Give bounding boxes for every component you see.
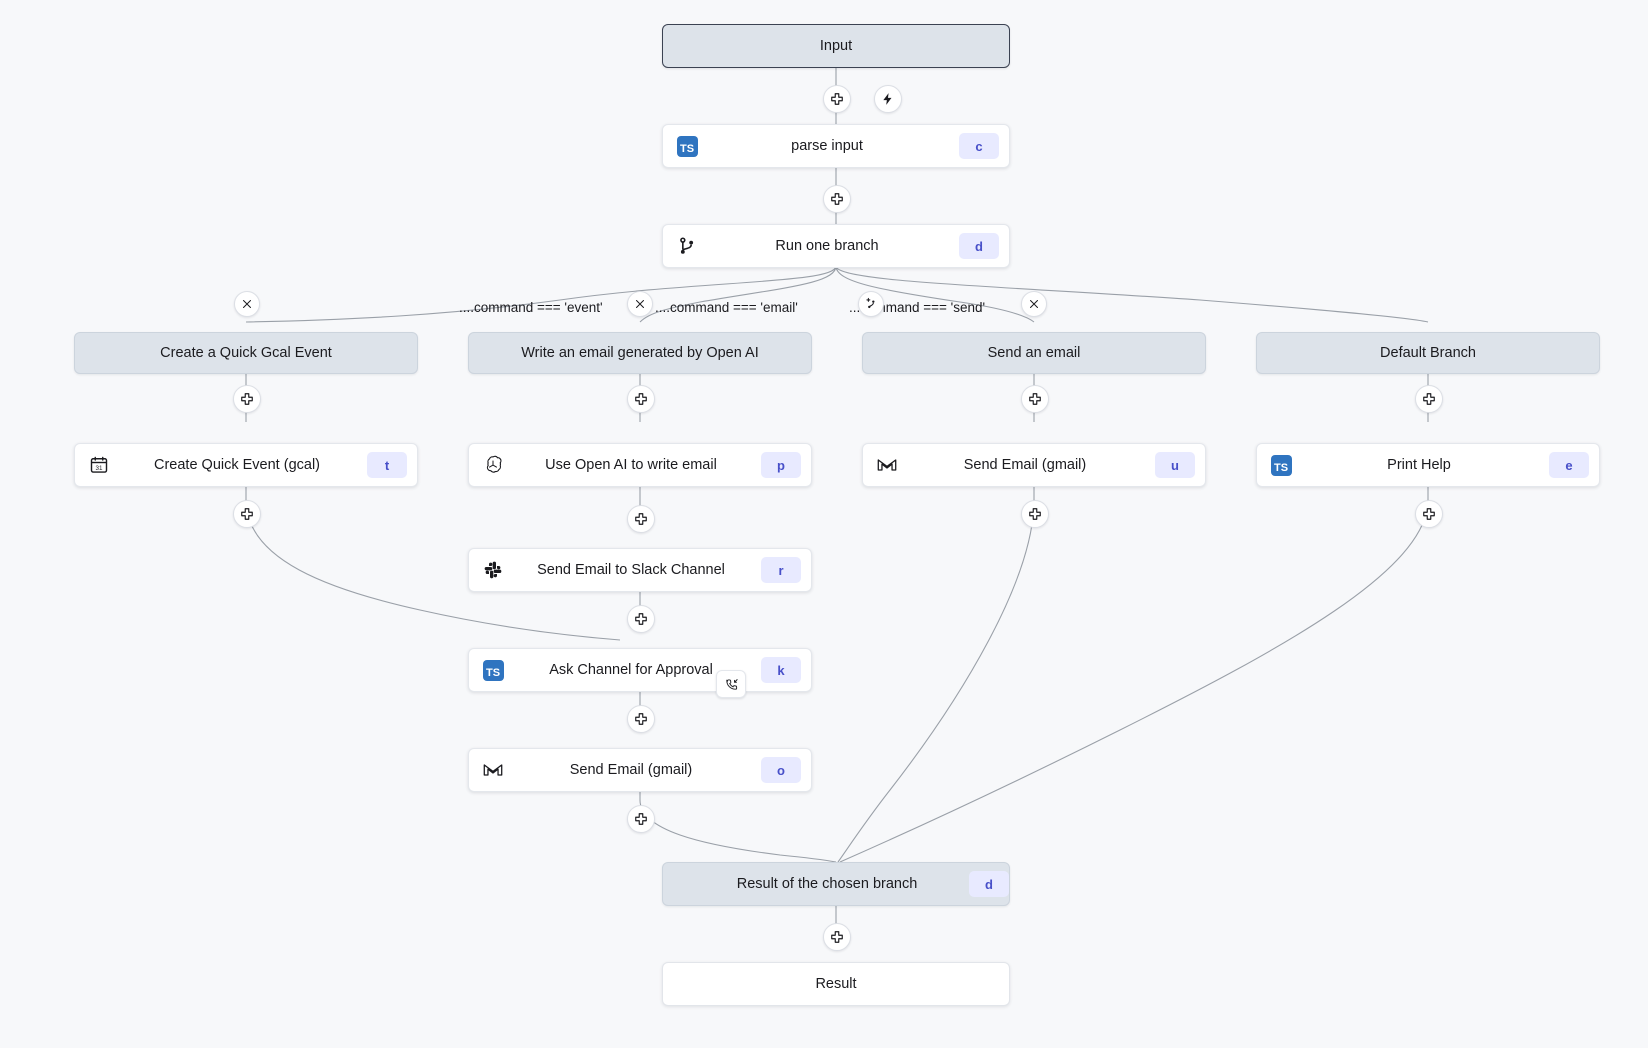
node-use-open-ai[interactable]: Use Open AI to write email p <box>468 443 812 487</box>
node-parse-input-shortcut[interactable]: c <box>959 133 999 159</box>
node-use-open-ai-shortcut[interactable]: p <box>761 452 801 478</box>
remove-branch-button-1[interactable] <box>234 291 260 317</box>
plus-icon <box>635 393 647 405</box>
plus-icon <box>831 93 843 105</box>
plus-icon <box>1029 393 1041 405</box>
node-result[interactable]: Result <box>662 962 1010 1006</box>
node-send-email-gmail-2-shortcut[interactable]: o <box>761 757 801 783</box>
node-send-email-gmail-3-shortcut[interactable]: u <box>1155 452 1195 478</box>
gmail-icon <box>479 756 507 784</box>
add-step-button-1[interactable] <box>823 85 851 113</box>
node-result-label: Result <box>815 976 857 992</box>
add-step-button-after-gmail-2[interactable] <box>627 805 655 833</box>
add-step-button-after-approval[interactable] <box>627 705 655 733</box>
plus-icon <box>241 393 253 405</box>
branch-header-2-label: Write an email generated by Open AI <box>521 345 759 361</box>
branch-condition-label-1: ....command === 'event' <box>459 300 603 315</box>
plus-icon <box>831 193 843 205</box>
slack-icon <box>479 556 507 584</box>
branch-header-4[interactable]: Default Branch <box>1256 332 1600 374</box>
typescript-icon: TS <box>479 656 507 684</box>
remove-branch-button-3[interactable] <box>1021 291 1047 317</box>
suspend-resume-badge[interactable] <box>716 670 746 698</box>
node-send-email-gmail-2[interactable]: Send Email (gmail) o <box>468 748 812 792</box>
node-create-quick-event-label: Create Quick Event (gcal) <box>153 457 320 473</box>
node-create-quick-event[interactable]: 31 Create Quick Event (gcal) t <box>74 443 418 487</box>
node-result-of-chosen-branch-label: Result of the chosen branch <box>736 876 918 892</box>
node-send-email-gmail-2-label: Send Email (gmail) <box>569 762 693 778</box>
suspend-resume-icon <box>725 678 738 690</box>
branch-header-3[interactable]: Send an email <box>862 332 1206 374</box>
plus-icon <box>1423 393 1435 405</box>
branch-header-1[interactable]: Create a Quick Gcal Event <box>74 332 418 374</box>
node-send-email-gmail-3-label: Send Email (gmail) <box>963 457 1087 473</box>
plus-icon <box>1423 508 1435 520</box>
branch-header-1-label: Create a Quick Gcal Event <box>160 345 332 361</box>
node-input-label: Input <box>819 38 853 54</box>
plus-icon <box>635 613 647 625</box>
add-step-button-branch-2[interactable] <box>627 385 655 413</box>
node-print-help-label: Print Help <box>1387 457 1451 473</box>
add-step-button-branch-3[interactable] <box>1021 385 1049 413</box>
svg-text:31: 31 <box>96 465 103 472</box>
node-print-help-shortcut[interactable]: e <box>1549 452 1589 478</box>
node-print-help[interactable]: TS Print Help e <box>1256 443 1600 487</box>
add-step-button-after-slack[interactable] <box>627 605 655 633</box>
branch-header-3-label: Send an email <box>987 345 1081 361</box>
branch-icon <box>673 232 701 260</box>
openai-icon <box>479 451 507 479</box>
node-result-of-chosen-branch[interactable]: Result of the chosen branch d <box>662 862 1010 906</box>
node-parse-input-label: parse input <box>791 138 863 154</box>
branch-header-2[interactable]: Write an email generated by Open AI <box>468 332 812 374</box>
lightning-icon <box>883 93 892 105</box>
node-ask-channel-approval[interactable]: TS Ask Channel for Approval k <box>468 648 812 692</box>
node-send-email-gmail-3[interactable]: Send Email (gmail) u <box>862 443 1206 487</box>
plus-icon <box>635 813 647 825</box>
node-run-one-branch[interactable]: Run one branch d <box>662 224 1010 268</box>
add-branch-button[interactable] <box>858 291 884 317</box>
node-ask-channel-approval-shortcut[interactable]: k <box>761 657 801 683</box>
add-step-button-after-openai[interactable] <box>627 505 655 533</box>
close-icon <box>243 300 251 308</box>
plus-icon <box>1029 508 1041 520</box>
plus-icon <box>831 931 843 943</box>
remove-branch-button-2[interactable] <box>627 291 653 317</box>
node-use-open-ai-label: Use Open AI to write email <box>545 457 717 473</box>
branch-condition-label-2: ....command === 'email' <box>655 300 798 315</box>
add-step-button-after-gmail-3[interactable] <box>1021 500 1049 528</box>
add-step-button-before-result[interactable] <box>823 923 851 951</box>
add-step-button-after-gcal[interactable] <box>233 500 261 528</box>
node-run-one-branch-shortcut[interactable]: d <box>959 233 999 259</box>
typescript-icon: TS <box>1267 451 1295 479</box>
node-send-email-slack-shortcut[interactable]: r <box>761 557 801 583</box>
node-ask-channel-approval-label: Ask Channel for Approval <box>549 662 713 678</box>
node-create-quick-event-shortcut[interactable]: t <box>367 452 407 478</box>
google-calendar-icon: 31 <box>85 451 113 479</box>
add-trigger-button[interactable] <box>874 85 902 113</box>
add-step-button-after-print-help[interactable] <box>1415 500 1443 528</box>
add-branch-icon <box>866 297 875 309</box>
add-step-button-2[interactable] <box>823 185 851 213</box>
close-icon <box>636 300 644 308</box>
node-send-email-slack-label: Send Email to Slack Channel <box>537 562 725 578</box>
close-icon <box>1030 300 1038 308</box>
branch-header-4-label: Default Branch <box>1380 345 1476 361</box>
gmail-icon <box>873 451 901 479</box>
add-step-button-branch-1[interactable] <box>233 385 261 413</box>
node-result-of-chosen-branch-shortcut[interactable]: d <box>969 871 1009 897</box>
node-run-one-branch-label: Run one branch <box>775 238 879 254</box>
node-parse-input[interactable]: TS parse input c <box>662 124 1010 168</box>
plus-icon <box>635 513 647 525</box>
typescript-icon: TS <box>673 132 701 160</box>
plus-icon <box>241 508 253 520</box>
node-input[interactable]: Input <box>662 24 1010 68</box>
plus-icon <box>635 713 647 725</box>
node-send-email-slack[interactable]: Send Email to Slack Channel r <box>468 548 812 592</box>
add-step-button-branch-4[interactable] <box>1415 385 1443 413</box>
